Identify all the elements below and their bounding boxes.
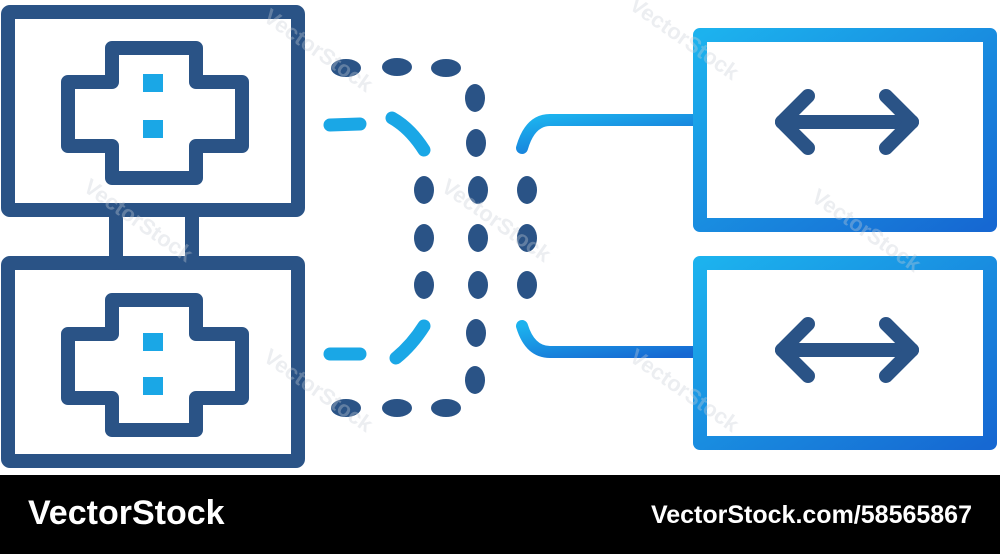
right-module-stack [693, 28, 997, 450]
right-connection-lines [516, 114, 706, 358]
medical-cross-icon [61, 41, 249, 185]
footer-image-id: VectorStock.com/58565867 [650, 501, 972, 529]
footer-brand-logo: VectorStock [28, 494, 225, 532]
footer-bar: VectorStock VectorStock.com/58565867 [0, 475, 1000, 554]
dotted-link [323, 58, 537, 417]
medical-cross-icon [61, 293, 249, 437]
left-top-module-frame [1, 5, 305, 217]
left-bottom-module-frame [1, 256, 305, 468]
right-bottom-module-frame [693, 256, 997, 450]
left-module-stack [1, 5, 305, 468]
bidirectional-arrow-icon [775, 317, 919, 383]
bidirectional-arrow-icon [775, 89, 919, 155]
right-top-module-frame [693, 28, 997, 232]
illustration [1, 5, 997, 468]
